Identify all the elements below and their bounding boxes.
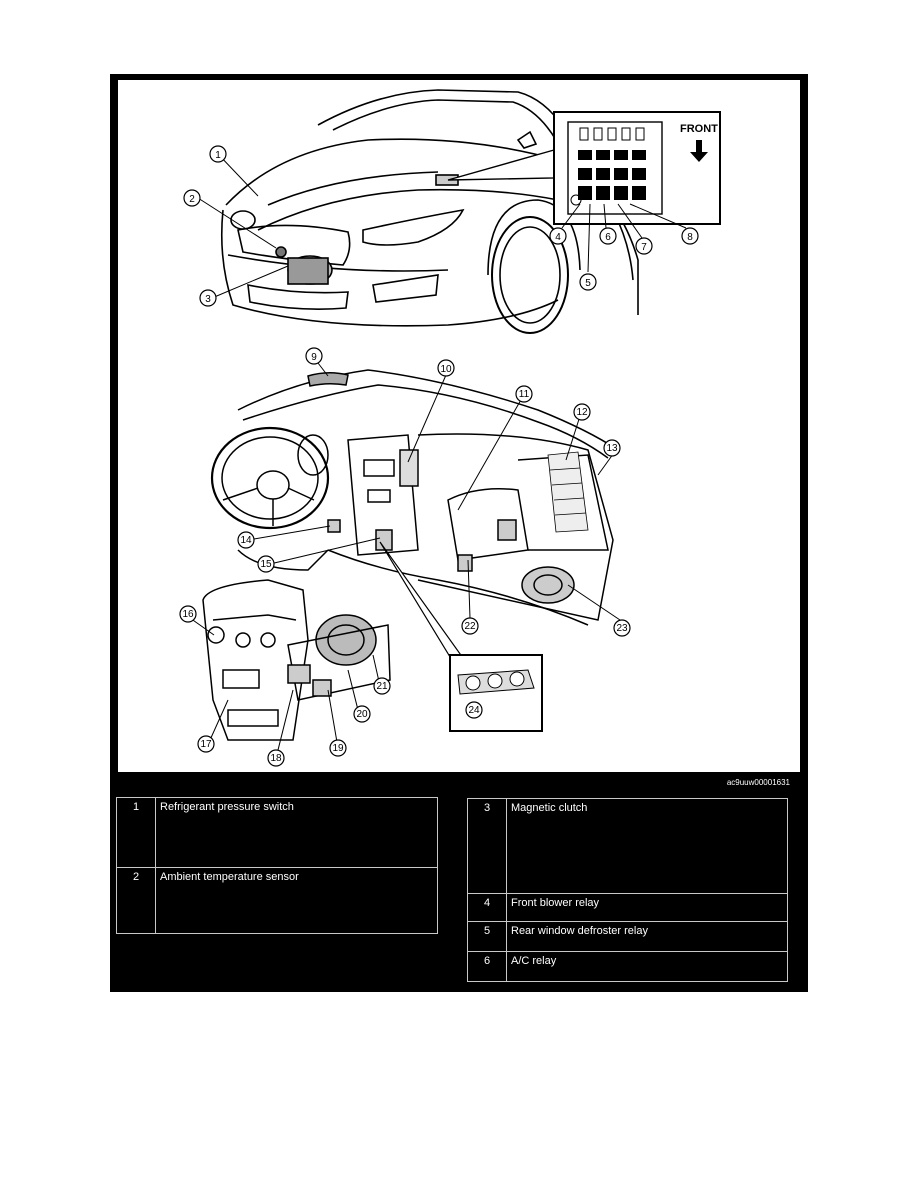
svg-text:18: 18 xyxy=(270,753,282,764)
callout-19: 19 xyxy=(329,739,347,757)
legend-name: Rear window defroster relay xyxy=(506,921,788,952)
svg-text:6: 6 xyxy=(605,232,611,243)
arrow-down-icon xyxy=(690,140,708,162)
callout-4: 4 xyxy=(549,227,567,245)
legend-table-left: 1 Refrigerant pressure switch 2 Ambient … xyxy=(116,797,438,934)
callout-16: 16 xyxy=(179,605,197,623)
callout-21: 21 xyxy=(373,677,391,695)
svg-text:3: 3 xyxy=(205,294,211,305)
legend-name: Front blower relay xyxy=(506,893,788,922)
legend-number: 5 xyxy=(467,921,507,952)
climate-control-panel-inset xyxy=(449,654,543,732)
svg-text:4: 4 xyxy=(555,232,561,243)
svg-text:21: 21 xyxy=(376,681,388,692)
dashboard-leaders xyxy=(189,362,621,751)
svg-text:11: 11 xyxy=(519,389,530,400)
svg-text:1: 1 xyxy=(215,150,221,161)
legend-row: 4 Front blower relay xyxy=(467,893,788,922)
figure-id: ac9uuw00001631 xyxy=(726,778,790,787)
svg-text:2: 2 xyxy=(189,194,195,205)
callout-18: 18 xyxy=(267,749,285,767)
svg-text:24: 24 xyxy=(468,705,480,716)
svg-text:9: 9 xyxy=(311,352,317,363)
climate-control-leader xyxy=(379,541,469,671)
svg-text:16: 16 xyxy=(182,609,194,620)
svg-text:12: 12 xyxy=(576,407,588,418)
legend-row: 1 Refrigerant pressure switch xyxy=(116,797,438,868)
callout-15: 15 xyxy=(257,555,275,573)
legend-number: 2 xyxy=(116,867,156,934)
legend-number: 4 xyxy=(467,893,507,922)
dashboard-illustration xyxy=(210,369,619,626)
legend-row: 3 Magnetic clutch xyxy=(467,798,788,894)
front-label: FRONT xyxy=(680,123,718,135)
legend-name: Magnetic clutch xyxy=(506,798,788,894)
relay-block-inset: FRONT xyxy=(553,111,721,225)
legend-row: 6 A/C relay xyxy=(467,951,788,982)
callout-8: 8 xyxy=(681,227,699,245)
legend-row: 2 Ambient temperature sensor xyxy=(116,867,438,934)
callout-24: 24 xyxy=(465,701,483,719)
svg-text:13: 13 xyxy=(606,443,618,454)
callout-22: 22 xyxy=(461,617,479,635)
svg-text:5: 5 xyxy=(585,278,591,289)
svg-text:15: 15 xyxy=(260,559,272,570)
rear-console-illustration xyxy=(202,579,391,741)
callout-20: 20 xyxy=(353,705,371,723)
callout-11: 11 xyxy=(515,385,533,403)
svg-text:20: 20 xyxy=(356,709,368,720)
callout-6: 6 xyxy=(599,227,617,245)
svg-text:7: 7 xyxy=(641,242,647,253)
component-location-diagram: FRONT xyxy=(118,80,800,772)
svg-text:22: 22 xyxy=(464,621,476,632)
callout-3: 3 xyxy=(199,289,217,307)
callout-7: 7 xyxy=(635,237,653,255)
callout-13: 13 xyxy=(603,439,621,457)
legend-name: Ambient temperature sensor xyxy=(155,867,438,934)
callout-2: 2 xyxy=(183,189,201,207)
vehicle-leaders xyxy=(197,153,687,299)
svg-text:14: 14 xyxy=(240,535,252,546)
legend-name: A/C relay xyxy=(506,951,788,982)
legend-number: 3 xyxy=(467,798,507,894)
svg-text:17: 17 xyxy=(200,739,212,750)
callout-5: 5 xyxy=(579,273,597,291)
svg-text:8: 8 xyxy=(687,232,693,243)
callout-12: 12 xyxy=(573,403,591,421)
legend-name: Refrigerant pressure switch xyxy=(155,797,438,868)
legend-row: 5 Rear window defroster relay xyxy=(467,921,788,952)
callout-10: 10 xyxy=(437,359,455,377)
legend-number: 6 xyxy=(467,951,507,982)
callout-1: 1 xyxy=(209,145,227,163)
legend-number: 1 xyxy=(116,797,156,868)
callout-9: 9 xyxy=(305,347,323,365)
callout-markers: 1 2 3 4 5 6 7 8 9 10 11 12 13 14 15 16 1… xyxy=(179,145,699,767)
callout-14: 14 xyxy=(237,531,255,549)
svg-text:10: 10 xyxy=(440,364,452,375)
inset-leader xyxy=(447,149,555,181)
svg-text:19: 19 xyxy=(332,743,344,754)
legend-table-right: 3 Magnetic clutch 4 Front blower relay 5… xyxy=(467,798,788,982)
svg-text:23: 23 xyxy=(616,623,628,634)
callout-23: 23 xyxy=(613,619,631,637)
callout-17: 17 xyxy=(197,735,215,753)
